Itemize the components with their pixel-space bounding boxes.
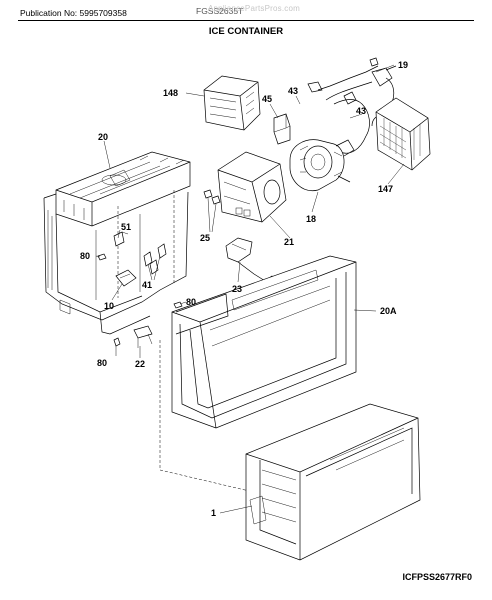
callout-20A: 20A (380, 306, 397, 316)
callout-10: 10 (104, 301, 114, 311)
part-22-drawing (133, 325, 153, 348)
callout-43-top: 43 (288, 86, 298, 96)
callout-21: 21 (284, 237, 294, 247)
callout-41: 41 (142, 280, 152, 290)
callout-45: 45 (262, 94, 272, 104)
leader-lines (95, 64, 405, 514)
callout-1: 1 (211, 508, 216, 518)
part-19-wire-harness (307, 57, 397, 154)
part-1-ice-bucket (245, 403, 421, 561)
callout-80-bottom: 80 (97, 358, 107, 368)
callout-147: 147 (378, 184, 393, 194)
callout-25: 25 (200, 233, 210, 243)
model-number: FGSS2635T (196, 6, 244, 16)
part-51-drawing (113, 231, 129, 247)
callout-80-left: 80 (80, 251, 90, 261)
callout-20: 20 (98, 132, 108, 142)
callout-23: 23 (232, 284, 242, 294)
part-25-screws (203, 189, 221, 205)
publication-number: Publication No: 5995709358 (20, 8, 127, 18)
callout-18: 18 (306, 214, 316, 224)
callout-19: 19 (398, 60, 408, 70)
callout-80-mid: 80 (186, 297, 196, 307)
left-housing-body (43, 190, 189, 335)
diagram-title: ICE CONTAINER (208, 26, 284, 37)
callout-148: 148 (163, 88, 178, 98)
part-41-clips (143, 243, 167, 275)
figure-id: ICFPSS2677RF0 (402, 572, 472, 582)
part-20-frame (55, 151, 191, 227)
header-rule (18, 20, 474, 21)
part-148-drawing (203, 75, 261, 131)
part-21-auger-housing (217, 151, 287, 223)
part-18-auger-motor (289, 139, 355, 192)
part-147-drawing (375, 97, 431, 171)
screws-80 (97, 253, 183, 347)
callout-43-right: 43 (356, 106, 366, 116)
callout-51: 51 (121, 222, 131, 232)
part-10-drawing (115, 269, 137, 287)
part-45-drawing (273, 113, 291, 145)
watermark: AppliancePartsPros.com (208, 4, 300, 13)
callout-22: 22 (135, 359, 145, 369)
